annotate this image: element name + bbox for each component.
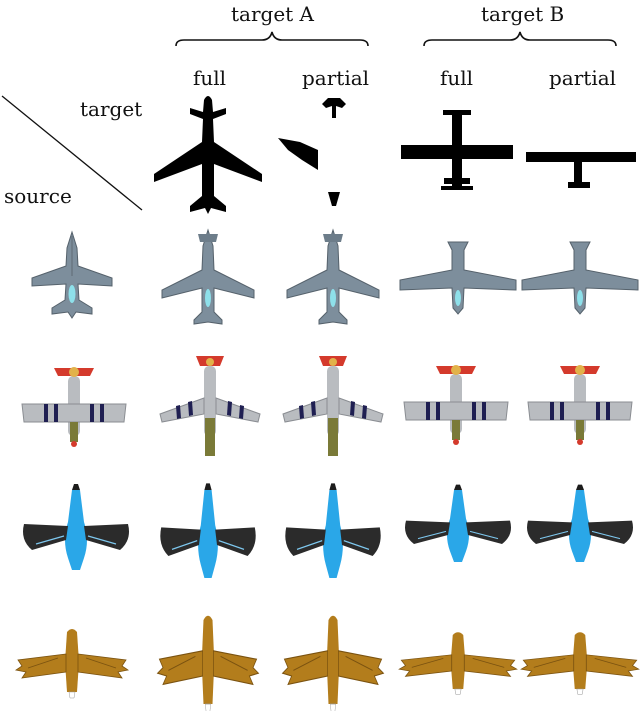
- result-p51-b-full: [403, 364, 509, 446]
- target-a-full-silhouette: [154, 96, 262, 214]
- result-eagle-a-full: [157, 615, 259, 711]
- bracket-target-a: [175, 31, 369, 47]
- result-eagle-b-partial: [520, 631, 640, 695]
- result-bird-b-full: [404, 484, 512, 563]
- result-bird-a-partial: [284, 482, 382, 579]
- result-bird-b-partial: [526, 484, 634, 563]
- result-fighter-a-full: [161, 229, 255, 325]
- source-p51-mustang: [21, 366, 127, 448]
- result-fighter-b-full: [399, 241, 517, 315]
- corner-diagonal: [1, 95, 143, 211]
- source-blue-bird: [22, 483, 130, 571]
- subheader-a-partial: partial: [302, 66, 370, 90]
- col-label-source: source: [4, 184, 72, 208]
- result-p51-b-partial: [527, 364, 633, 446]
- bracket-target-b: [423, 31, 617, 47]
- source-golden-eagle: [15, 628, 129, 699]
- result-eagle-a-partial: [282, 615, 384, 711]
- header-target-b: target B: [481, 2, 565, 26]
- subheader-a-full: full: [193, 66, 227, 90]
- target-a-partial-silhouette: [278, 98, 346, 206]
- subheader-b-partial: partial: [549, 66, 617, 90]
- result-fighter-b-partial: [521, 241, 639, 315]
- result-fighter-a-partial: [286, 229, 380, 325]
- result-bird-a-full: [159, 482, 257, 579]
- row-label-target: target: [80, 97, 143, 121]
- header-target-a: target A: [231, 2, 314, 26]
- result-eagle-b-full: [398, 631, 518, 695]
- target-b-full-silhouette: [401, 110, 513, 190]
- subheader-b-full: full: [440, 66, 474, 90]
- source-fighter-jet: [31, 231, 113, 319]
- result-p51-a-partial: [282, 355, 384, 457]
- target-b-partial-silhouette: [526, 152, 636, 188]
- result-p51-a-full: [159, 355, 261, 457]
